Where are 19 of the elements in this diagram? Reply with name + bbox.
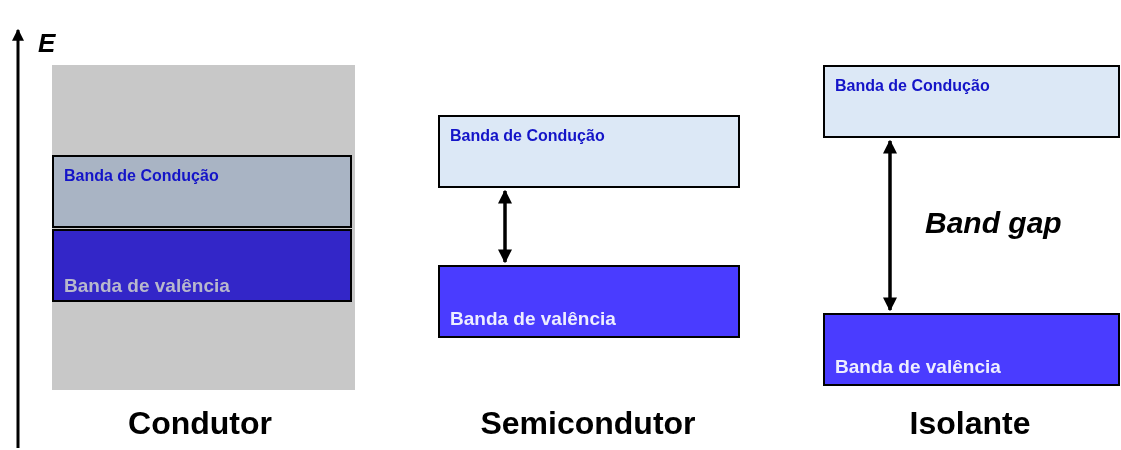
band-label: Banda de valência (450, 308, 617, 330)
caption: Semicondutor (480, 405, 696, 442)
valence-band (438, 265, 740, 338)
double-arrow (498, 189, 512, 264)
band-panel (52, 65, 355, 390)
band-label: Banda de Condução (64, 167, 220, 185)
conduction-band (52, 155, 352, 228)
caption: Isolante (909, 405, 1031, 442)
caption: Condutor (128, 405, 272, 442)
conduction-band (823, 65, 1120, 138)
valence-band (823, 313, 1120, 386)
band-label: Banda de valência (64, 274, 231, 297)
double-arrow (883, 139, 897, 312)
band-label: Banda de valência (835, 356, 1002, 378)
conduction-band (438, 115, 740, 188)
band-label: Banda de Condução (450, 127, 606, 145)
band-label: Banda de Condução (835, 77, 991, 95)
valence-band (52, 229, 352, 302)
axis-label: E (38, 28, 56, 59)
